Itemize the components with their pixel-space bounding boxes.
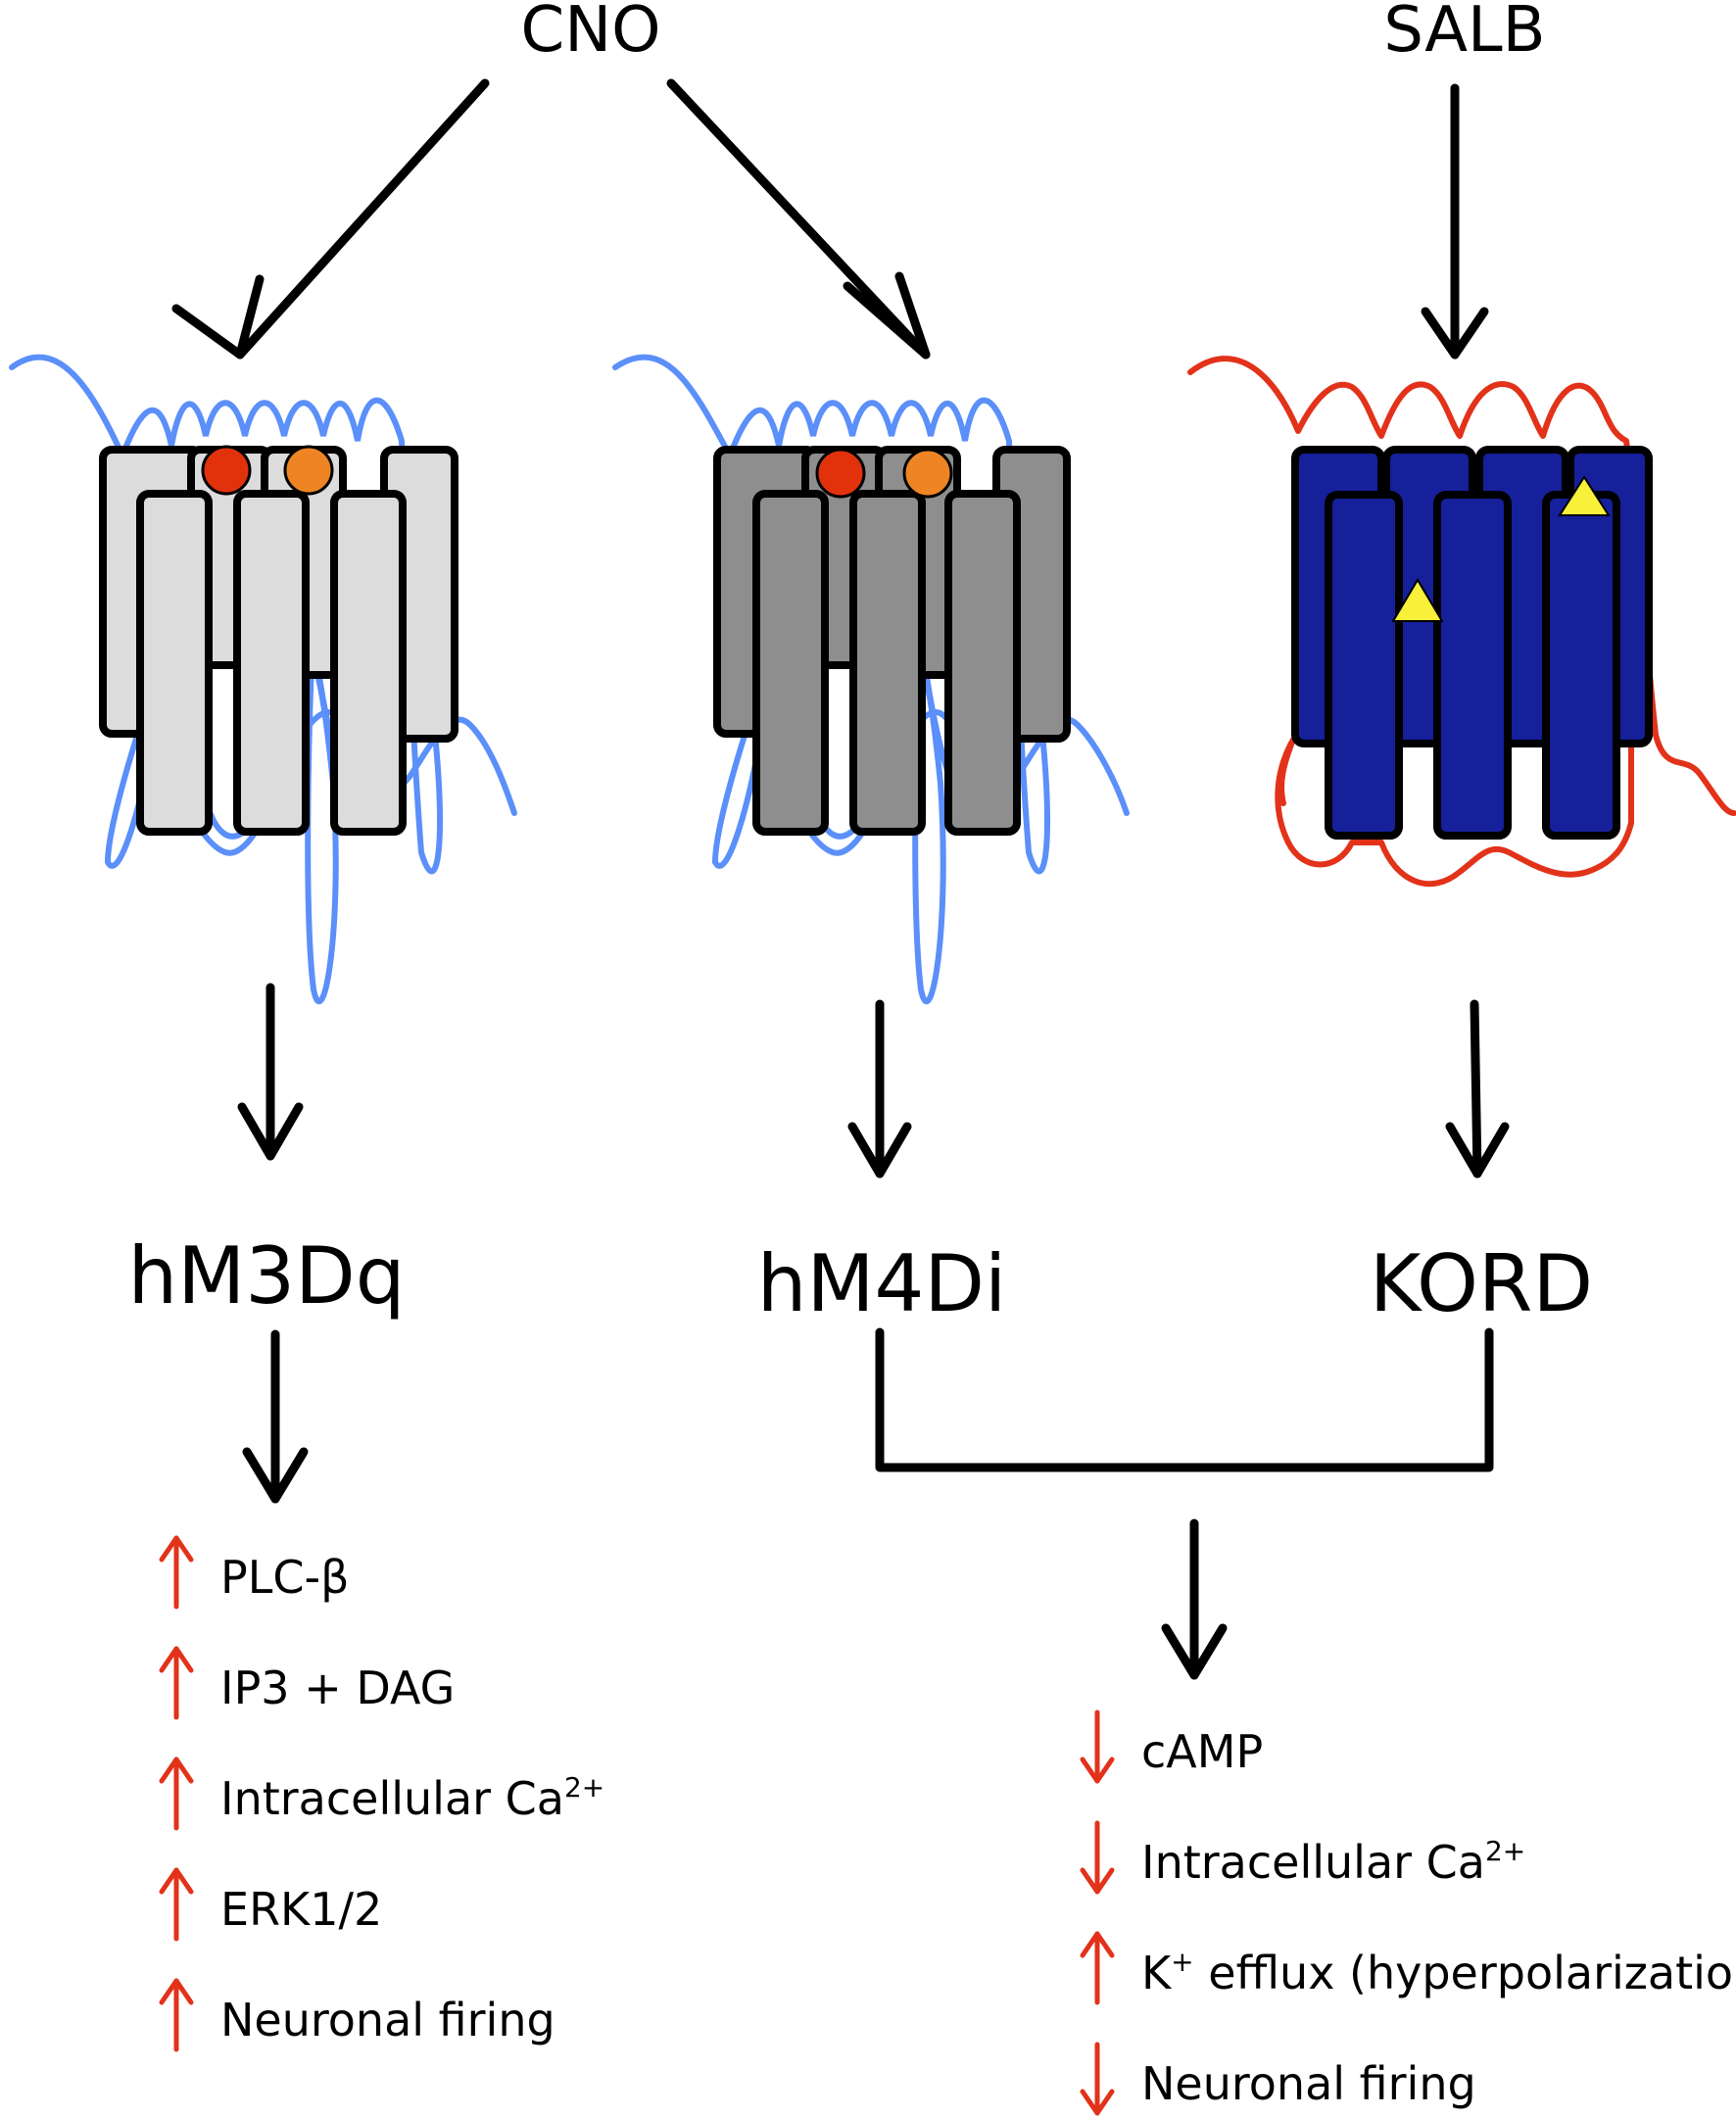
cno-to-hm3dq-arrowhead — [171, 274, 265, 360]
increase-arrow-icon — [1080, 1931, 1115, 2005]
hm3dq-helix-front-1 — [136, 490, 213, 836]
hm3dq-helix-front-2 — [233, 490, 310, 836]
kord-label: KORD — [1370, 1238, 1593, 1329]
gi-effect-item: Intracellular Ca2+ — [1141, 1835, 1525, 1889]
kord-down-arrow — [1470, 999, 1482, 1179]
increase-arrow-icon — [159, 1978, 194, 2052]
kord-helix-front-1 — [1325, 491, 1403, 840]
kord-ligand-site-upper — [1558, 475, 1611, 516]
gi-effects-list: cAMP Intracellular Ca2+ K+ efflux (hyperpo… — [1080, 1709, 1736, 2116]
hm3dq-effect-item: ERK1/2 — [220, 1883, 382, 1936]
hm4di-ligand-site-orange — [902, 448, 953, 499]
kord-helix-front-3 — [1542, 491, 1620, 840]
hm3dq-ligand-site-red — [201, 445, 252, 496]
gi-effects-arrowhead — [1161, 1623, 1228, 1680]
kord-backbone — [1187, 356, 1736, 888]
hm4di-label: hM4Di — [757, 1238, 1006, 1329]
increase-arrow-icon — [159, 1756, 194, 1831]
ligand-cno-label: CNO — [521, 0, 661, 67]
ligand-salb-label: SALB — [1383, 0, 1545, 67]
decrease-arrow-icon — [1080, 2042, 1115, 2116]
kord-helix-front-2 — [1433, 491, 1512, 840]
hm3dq-down-arrowhead — [237, 1102, 304, 1161]
cno-to-hm3dq-arrow — [235, 78, 490, 360]
hm4di-receptor — [612, 354, 1130, 1005]
hm4di-helix-front-2 — [849, 490, 926, 836]
hm3dq-effect-item: Neuronal firing — [220, 1994, 555, 2046]
hm3dq-ligand-site-orange — [283, 445, 334, 496]
increase-arrow-icon — [159, 1535, 194, 1610]
hm4di-ligand-site-red — [815, 448, 866, 499]
hm4di-helix-front-3 — [944, 490, 1021, 836]
gi-effect-item: K+ efflux (hyperpolarization) — [1141, 1946, 1736, 1999]
increase-arrow-icon — [159, 1646, 194, 1720]
gi-effect-item: cAMP — [1141, 1725, 1263, 1778]
hm3dq-receptor — [9, 354, 517, 1005]
kord-ligand-site-lower — [1391, 578, 1444, 622]
hm4di-helix-front-1 — [752, 490, 829, 836]
hm3dq-effect-item: Intracellular Ca2+ — [220, 1771, 604, 1825]
kord-down-arrowhead — [1445, 1122, 1510, 1179]
hm3dq-helix-front-3 — [330, 490, 407, 836]
decrease-arrow-icon — [1080, 1820, 1115, 1895]
cno-to-hm4di-arrowhead — [843, 271, 931, 360]
cno-to-hm4di-arrow — [666, 78, 931, 360]
gi-convergence-bracket — [875, 1327, 1494, 1472]
decrease-arrow-icon — [1080, 1709, 1115, 1784]
kord-receptor — [1187, 356, 1736, 888]
hm3dq-effect-item: IP3 + DAG — [220, 1661, 455, 1714]
hm4di-down-arrowhead — [847, 1122, 912, 1179]
increase-arrow-icon — [159, 1867, 194, 1942]
hm3dq-effect-item: PLC-β — [220, 1551, 349, 1604]
hm3dq-label: hM3Dq — [127, 1230, 405, 1322]
hm3dq-effects-arrowhead — [242, 1447, 309, 1504]
gi-effect-item: Neuronal firing — [1141, 2057, 1476, 2110]
salb-to-kord-arrowhead — [1421, 307, 1489, 360]
